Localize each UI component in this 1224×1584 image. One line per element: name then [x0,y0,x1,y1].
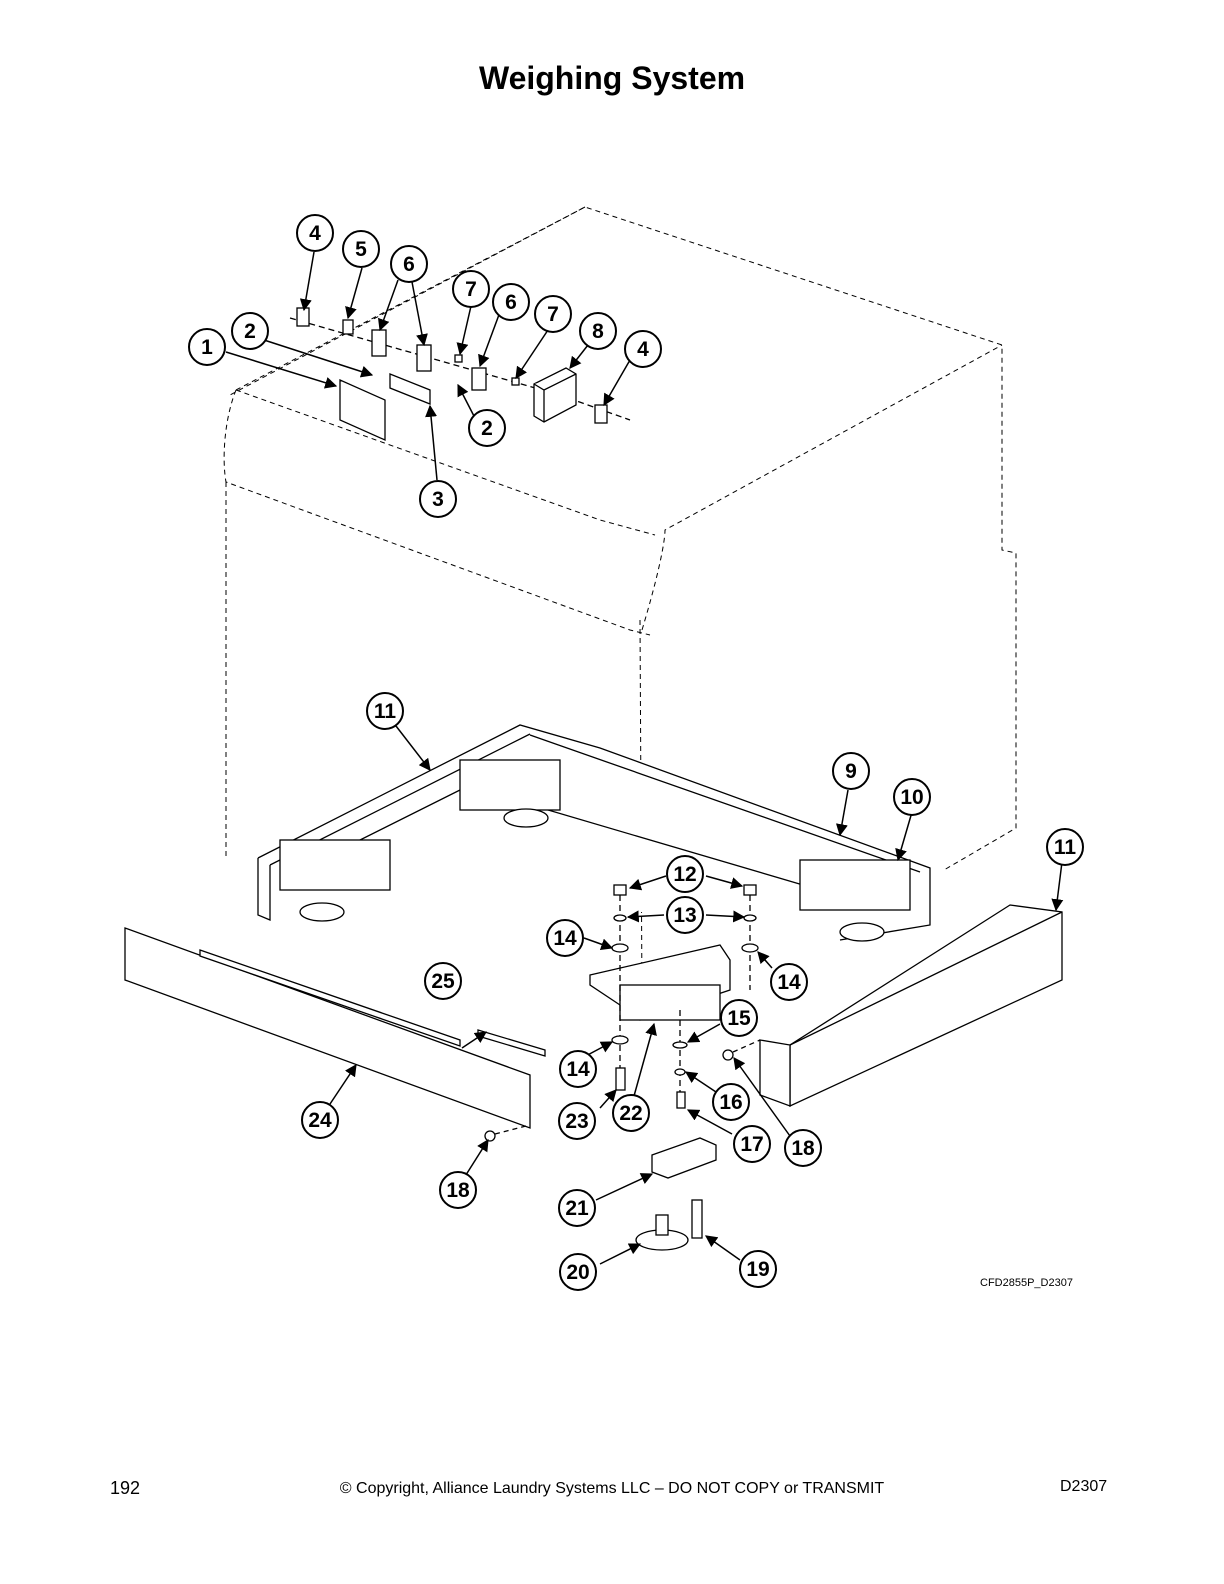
callout-19: 19 [739,1250,777,1288]
callout-7-a: 7 [452,270,490,308]
front-panel [124,927,546,1129]
callout-balloons: 4 5 6 7 6 7 8 4 1 2 2 3 11 9 10 11 12 13… [188,214,1084,1291]
callout-15: 15 [720,999,758,1037]
callout-6-b: 6 [492,283,530,321]
svg-text:10: 10 [900,786,923,809]
svg-text:8: 8 [592,320,604,343]
callout-4-b: 4 [624,330,662,368]
callout-9: 9 [832,752,870,790]
callout-8: 8 [579,312,617,350]
svg-text:12: 12 [673,863,696,886]
svg-text:24: 24 [308,1109,332,1132]
svg-text:16: 16 [719,1091,742,1114]
callout-12: 12 [666,855,704,893]
callout-18-a: 18 [439,1171,477,1209]
callout-1: 1 [188,328,226,366]
copyright-notice: © Copyright, Alliance Laundry Systems LL… [339,1480,885,1497]
svg-text:5: 5 [355,238,367,261]
svg-text:17: 17 [740,1133,763,1156]
svg-text:13: 13 [673,904,696,927]
svg-text:11: 11 [374,700,397,723]
page-title: Weighing System [478,60,746,96]
svg-text:14: 14 [566,1058,590,1081]
svg-text:9: 9 [845,760,857,783]
svg-text:21: 21 [565,1197,589,1220]
svg-text:22: 22 [619,1102,642,1125]
svg-text:2: 2 [481,417,493,440]
load-cell-mount [484,884,761,1251]
callout-25: 25 [424,962,462,1000]
callout-22: 22 [612,1094,650,1132]
svg-text:18: 18 [791,1137,815,1160]
callout-10: 10 [893,778,931,816]
callout-16: 16 [712,1083,750,1121]
callout-20: 20 [559,1253,597,1291]
svg-text:15: 15 [727,1007,751,1030]
svg-text:4: 4 [309,222,321,245]
callout-23: 23 [558,1102,596,1140]
callout-14-a: 14 [546,919,584,957]
callout-6-a: 6 [390,245,428,283]
callout-18-b: 18 [784,1129,822,1167]
svg-text:4: 4 [637,338,649,361]
svg-text:23: 23 [565,1110,588,1133]
control-components-group [289,307,631,442]
callout-2-a: 2 [231,312,269,350]
document-code: D2307 [1060,1478,1108,1495]
svg-text:7: 7 [465,278,477,301]
callout-7-b: 7 [534,295,572,333]
callout-17: 17 [733,1125,771,1163]
svg-text:1: 1 [201,336,213,359]
svg-text:18: 18 [446,1179,470,1202]
callout-11-b: 11 [1046,828,1084,866]
callout-4-a: 4 [296,214,334,252]
callout-14-c: 14 [559,1050,597,1088]
svg-text:25: 25 [431,970,455,993]
callout-3: 3 [419,480,457,518]
svg-text:3: 3 [432,488,444,511]
svg-text:14: 14 [777,971,801,994]
svg-text:19: 19 [746,1258,769,1281]
callout-24: 24 [301,1101,339,1139]
svg-text:11: 11 [1054,836,1077,859]
page-number: 192 [110,1478,141,1498]
svg-text:2: 2 [244,320,256,343]
svg-text:14: 14 [553,927,577,950]
svg-text:20: 20 [566,1261,589,1284]
svg-text:6: 6 [505,291,517,314]
svg-text:6: 6 [403,253,415,276]
callout-13: 13 [666,896,704,934]
callout-14-b: 14 [770,963,808,1001]
figure-id: CFD2855P_D2307 [980,1277,1073,1289]
callout-leaders [225,251,1064,1265]
callout-2-b: 2 [468,409,506,447]
svg-text:7: 7 [547,303,559,326]
callout-5: 5 [342,230,380,268]
machine-cabinet-outline [223,206,1017,1001]
callout-11-a: 11 [366,692,404,730]
right-side-panel [759,904,1063,1108]
base-frame [257,724,931,942]
callout-21: 21 [558,1189,596,1227]
